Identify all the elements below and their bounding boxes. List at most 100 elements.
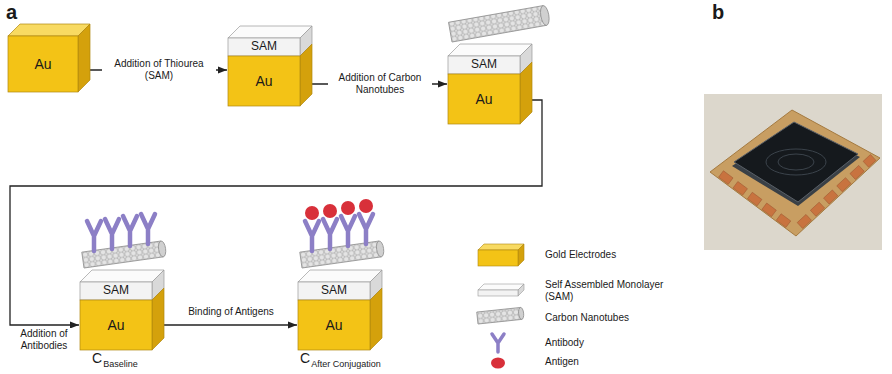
nanotube-body <box>477 307 522 324</box>
layer-label: SAM <box>251 40 279 54</box>
antibody-symbol <box>105 219 119 249</box>
copper-pad <box>733 182 747 196</box>
legend-text: Carbon Nanotubes <box>545 312 629 324</box>
sam-layer: SAM <box>228 38 312 56</box>
legend-swatch <box>478 250 518 266</box>
antibody-symbol <box>323 219 337 249</box>
panel-letter: a <box>6 1 17 23</box>
block-front <box>8 36 78 92</box>
device-photo <box>704 94 882 250</box>
layer-label: Au <box>255 73 274 89</box>
block-front <box>448 56 520 74</box>
antibody-swatch <box>492 334 504 352</box>
block-front <box>80 282 152 300</box>
gold-electrode: Au <box>448 74 532 124</box>
antigen-group <box>305 199 373 220</box>
capacitance-symbol: C <box>300 351 310 366</box>
capacitance-subscript: After Conjugation <box>311 360 381 370</box>
block-top <box>298 270 382 282</box>
step-label: Binding of Antigens <box>186 306 276 318</box>
capacitance-subscript: Baseline <box>103 360 138 370</box>
gold-electrode: Au <box>8 36 90 92</box>
antibody-symbol <box>305 221 319 251</box>
step-label: Addition of Carbon Nanotubes <box>328 72 432 96</box>
swatch-top <box>478 284 524 290</box>
antigen-swatch <box>491 358 505 369</box>
layer-label: SAM <box>321 284 349 298</box>
swatch-top <box>478 244 524 250</box>
copper-pad <box>810 202 824 216</box>
block-side <box>300 44 312 106</box>
block-top <box>448 44 532 56</box>
sam-layer: SAM <box>298 282 382 300</box>
capacitance-symbol: C <box>92 351 102 366</box>
circuit-board <box>710 110 880 236</box>
antibody-symbol <box>359 214 373 244</box>
copper-pad <box>747 192 761 206</box>
copper-pad <box>850 165 864 179</box>
antibody-symbol <box>341 216 355 246</box>
copper-pad <box>776 214 790 228</box>
layer-label: Au <box>325 317 344 333</box>
flow-arrow <box>10 100 542 325</box>
nanotube-swatch <box>477 307 524 324</box>
layer-label: Au <box>475 91 494 107</box>
block-top <box>8 24 90 36</box>
sensor-chip <box>734 122 858 202</box>
legend-text: Antigen <box>545 356 579 368</box>
copper-pad <box>719 171 733 185</box>
copper-pad <box>837 178 851 192</box>
block-front <box>228 38 300 56</box>
copper-pad <box>863 155 876 168</box>
antigen-symbol <box>341 201 355 215</box>
nanotube-end <box>158 241 167 258</box>
swatch-side <box>518 284 524 296</box>
carbon-nanotube <box>449 5 551 42</box>
legend-text: Gold Electrodes <box>545 249 616 261</box>
antibody-group <box>87 214 373 251</box>
antibody-symbol <box>141 214 155 244</box>
antibody-symbol <box>87 221 101 251</box>
panel-letter: b <box>712 1 724 23</box>
block-front <box>298 282 370 300</box>
swatch-side <box>518 244 524 266</box>
nanotube-body <box>449 6 547 42</box>
photo-background <box>704 94 882 250</box>
copper-pad <box>762 203 776 217</box>
layer-label: Au <box>107 317 126 333</box>
electrode-trace <box>778 154 814 170</box>
sam-swatch <box>478 290 518 296</box>
sam-layer: SAM <box>448 56 532 74</box>
copper-pad <box>797 214 811 228</box>
antigen-symbol <box>323 204 337 218</box>
gold-electrode: Au <box>298 300 382 350</box>
layer-label: SAM <box>471 58 499 72</box>
copper-pad <box>824 190 838 204</box>
legend-swatches <box>477 244 524 369</box>
antigen-symbol <box>305 206 319 220</box>
block-top <box>80 270 164 282</box>
layer-label: Au <box>34 56 53 72</box>
gold-electrode: Au <box>80 300 164 350</box>
step-label: Addition of Antibodies <box>11 328 77 352</box>
block-front <box>448 74 520 124</box>
antigen-symbol <box>359 199 373 213</box>
gold-electrode: Au <box>228 56 312 106</box>
legend-text: Antibody <box>545 337 584 349</box>
block-front <box>80 300 152 350</box>
block-side <box>152 288 164 350</box>
block-side <box>370 288 382 350</box>
sam-layer: SAM <box>80 282 164 300</box>
legend-text: Self Assembled Monolayer (SAM) <box>545 279 685 303</box>
block-side <box>78 24 90 92</box>
nanotube-end <box>376 241 385 258</box>
block-front <box>298 300 370 350</box>
nanotube-end <box>518 307 524 319</box>
block-top <box>228 26 312 38</box>
block-front <box>228 56 300 106</box>
step-label: Addition of Thiourea (SAM) <box>102 58 216 82</box>
block-side <box>520 62 532 124</box>
nanotube-end <box>539 5 550 26</box>
